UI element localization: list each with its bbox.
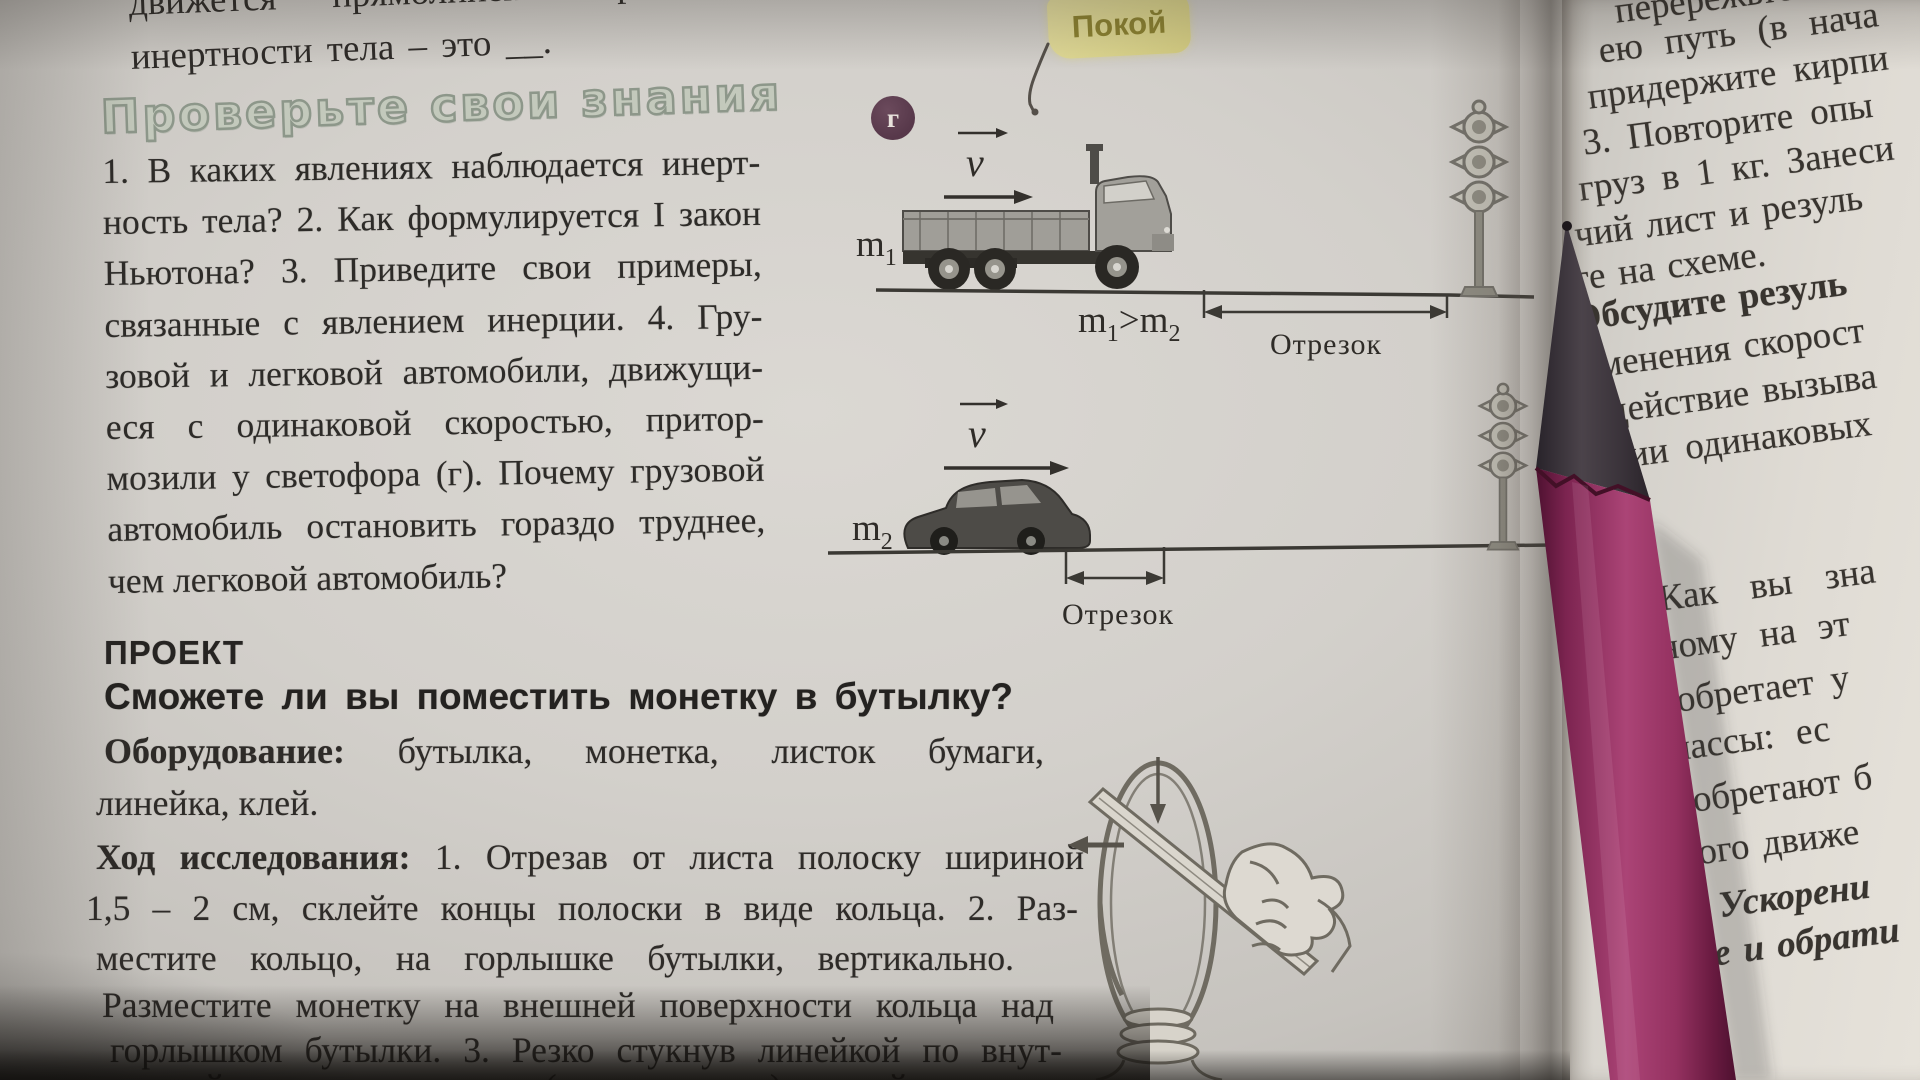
procedure-line: горлышком бутылки. 3. Резко стукнув лине…	[110, 1030, 1062, 1070]
mass1-label: m1	[856, 224, 897, 271]
mass2-label: m2	[852, 508, 893, 555]
equipment-label: Оборудование:	[104, 731, 346, 771]
question-line: ность тела? 2. Как формулируется I закон	[102, 192, 762, 243]
segment-bracket	[1064, 547, 1166, 584]
vector-arrowhead-icon	[996, 399, 1008, 409]
car-icon	[903, 478, 1091, 555]
question-line: Ньютона? 3. Приведите свои примеры,	[103, 244, 762, 294]
pull-direction-arrow	[1068, 836, 1124, 854]
ground-line	[875, 288, 1535, 299]
procedure-line: Разместите монетку на внешней поверхност…	[102, 985, 1054, 1025]
equipment-line: линейка, клей.	[96, 783, 319, 823]
question-line: мозили у светофора (г). Почему грузовой	[106, 448, 765, 499]
question-line: связанные с явлением инерции. 4. Гру-	[104, 295, 763, 345]
motion-arrow-icon	[1050, 461, 1069, 475]
procedure-line: местите кольцо, на горлышке бутылки, вер…	[96, 938, 1014, 978]
procedure-line: ренней поверхности кольца (ниже монетки)…	[118, 1066, 1070, 1080]
question-line: автомобиль остановить гораздо труднее,	[107, 500, 766, 550]
segment-bracket	[1202, 290, 1449, 318]
bottle-ring-illustration	[1068, 757, 1352, 1080]
motion-arrow-icon	[1014, 190, 1033, 204]
velocity-label: v	[968, 411, 986, 456]
segment-label: Отрезок	[1062, 598, 1174, 631]
project-question: Сможете ли вы поместить монетку в бутылк…	[104, 676, 1013, 717]
question-line: 1. В каких явлениях наблюдается инерт-	[102, 141, 761, 191]
vector-arrowhead-icon	[996, 128, 1008, 138]
bottle-neck-icon	[1095, 1007, 1223, 1080]
question-line: чем легковой автомобиль?	[107, 554, 508, 601]
project-heading: ПРОЕКТ	[104, 634, 245, 671]
segment-label: Отрезок	[1270, 328, 1382, 361]
procedure-label: Ход исследования:	[96, 837, 411, 877]
intro-fragment: движется прямолинейно равномерно. Это __…	[128, 0, 1031, 79]
question-line: зовой и легковой автомобили, движущи-	[104, 346, 764, 396]
procedure-line: 1,5 – 2 см, склейте концы полоски в виде…	[86, 888, 1078, 928]
section-heading: Проверьте свои знания	[99, 65, 785, 145]
velocity-label: v	[966, 140, 984, 185]
figure-letter-badge: г	[871, 96, 915, 140]
ground-line	[827, 543, 1554, 555]
traffic-light-icon	[1450, 99, 1508, 298]
pencil-icon	[1534, 221, 1772, 1080]
pencil-doodle-icon	[1028, 42, 1050, 116]
figure-traffic-scenes: v m1	[827, 99, 1554, 631]
strike-direction-arrow	[1150, 757, 1166, 824]
question-line: еся с одинаковой скоростью, притор-	[105, 397, 765, 447]
hand-icon	[1222, 842, 1352, 973]
equipment-text: бутылка, монетка, листок бумаги,	[397, 731, 1044, 771]
truck-scene: v m1	[856, 99, 1535, 361]
questions-paragraph: 1. В каких явлениях наблюдается инерт- н…	[102, 141, 766, 611]
car-scene: v m2 Отрезок	[827, 382, 1554, 631]
procedure-text: 1. Отрезав от листа полоску шириной	[434, 837, 1085, 877]
mass-inequality-label: m1>m2	[1078, 300, 1180, 347]
procedure-line: Ход исследования: 1. Отрезав от листа по…	[96, 836, 1084, 878]
equipment-line: Оборудование: бутылка, монетка, листок б…	[104, 730, 1044, 772]
truck-icon	[902, 144, 1174, 290]
